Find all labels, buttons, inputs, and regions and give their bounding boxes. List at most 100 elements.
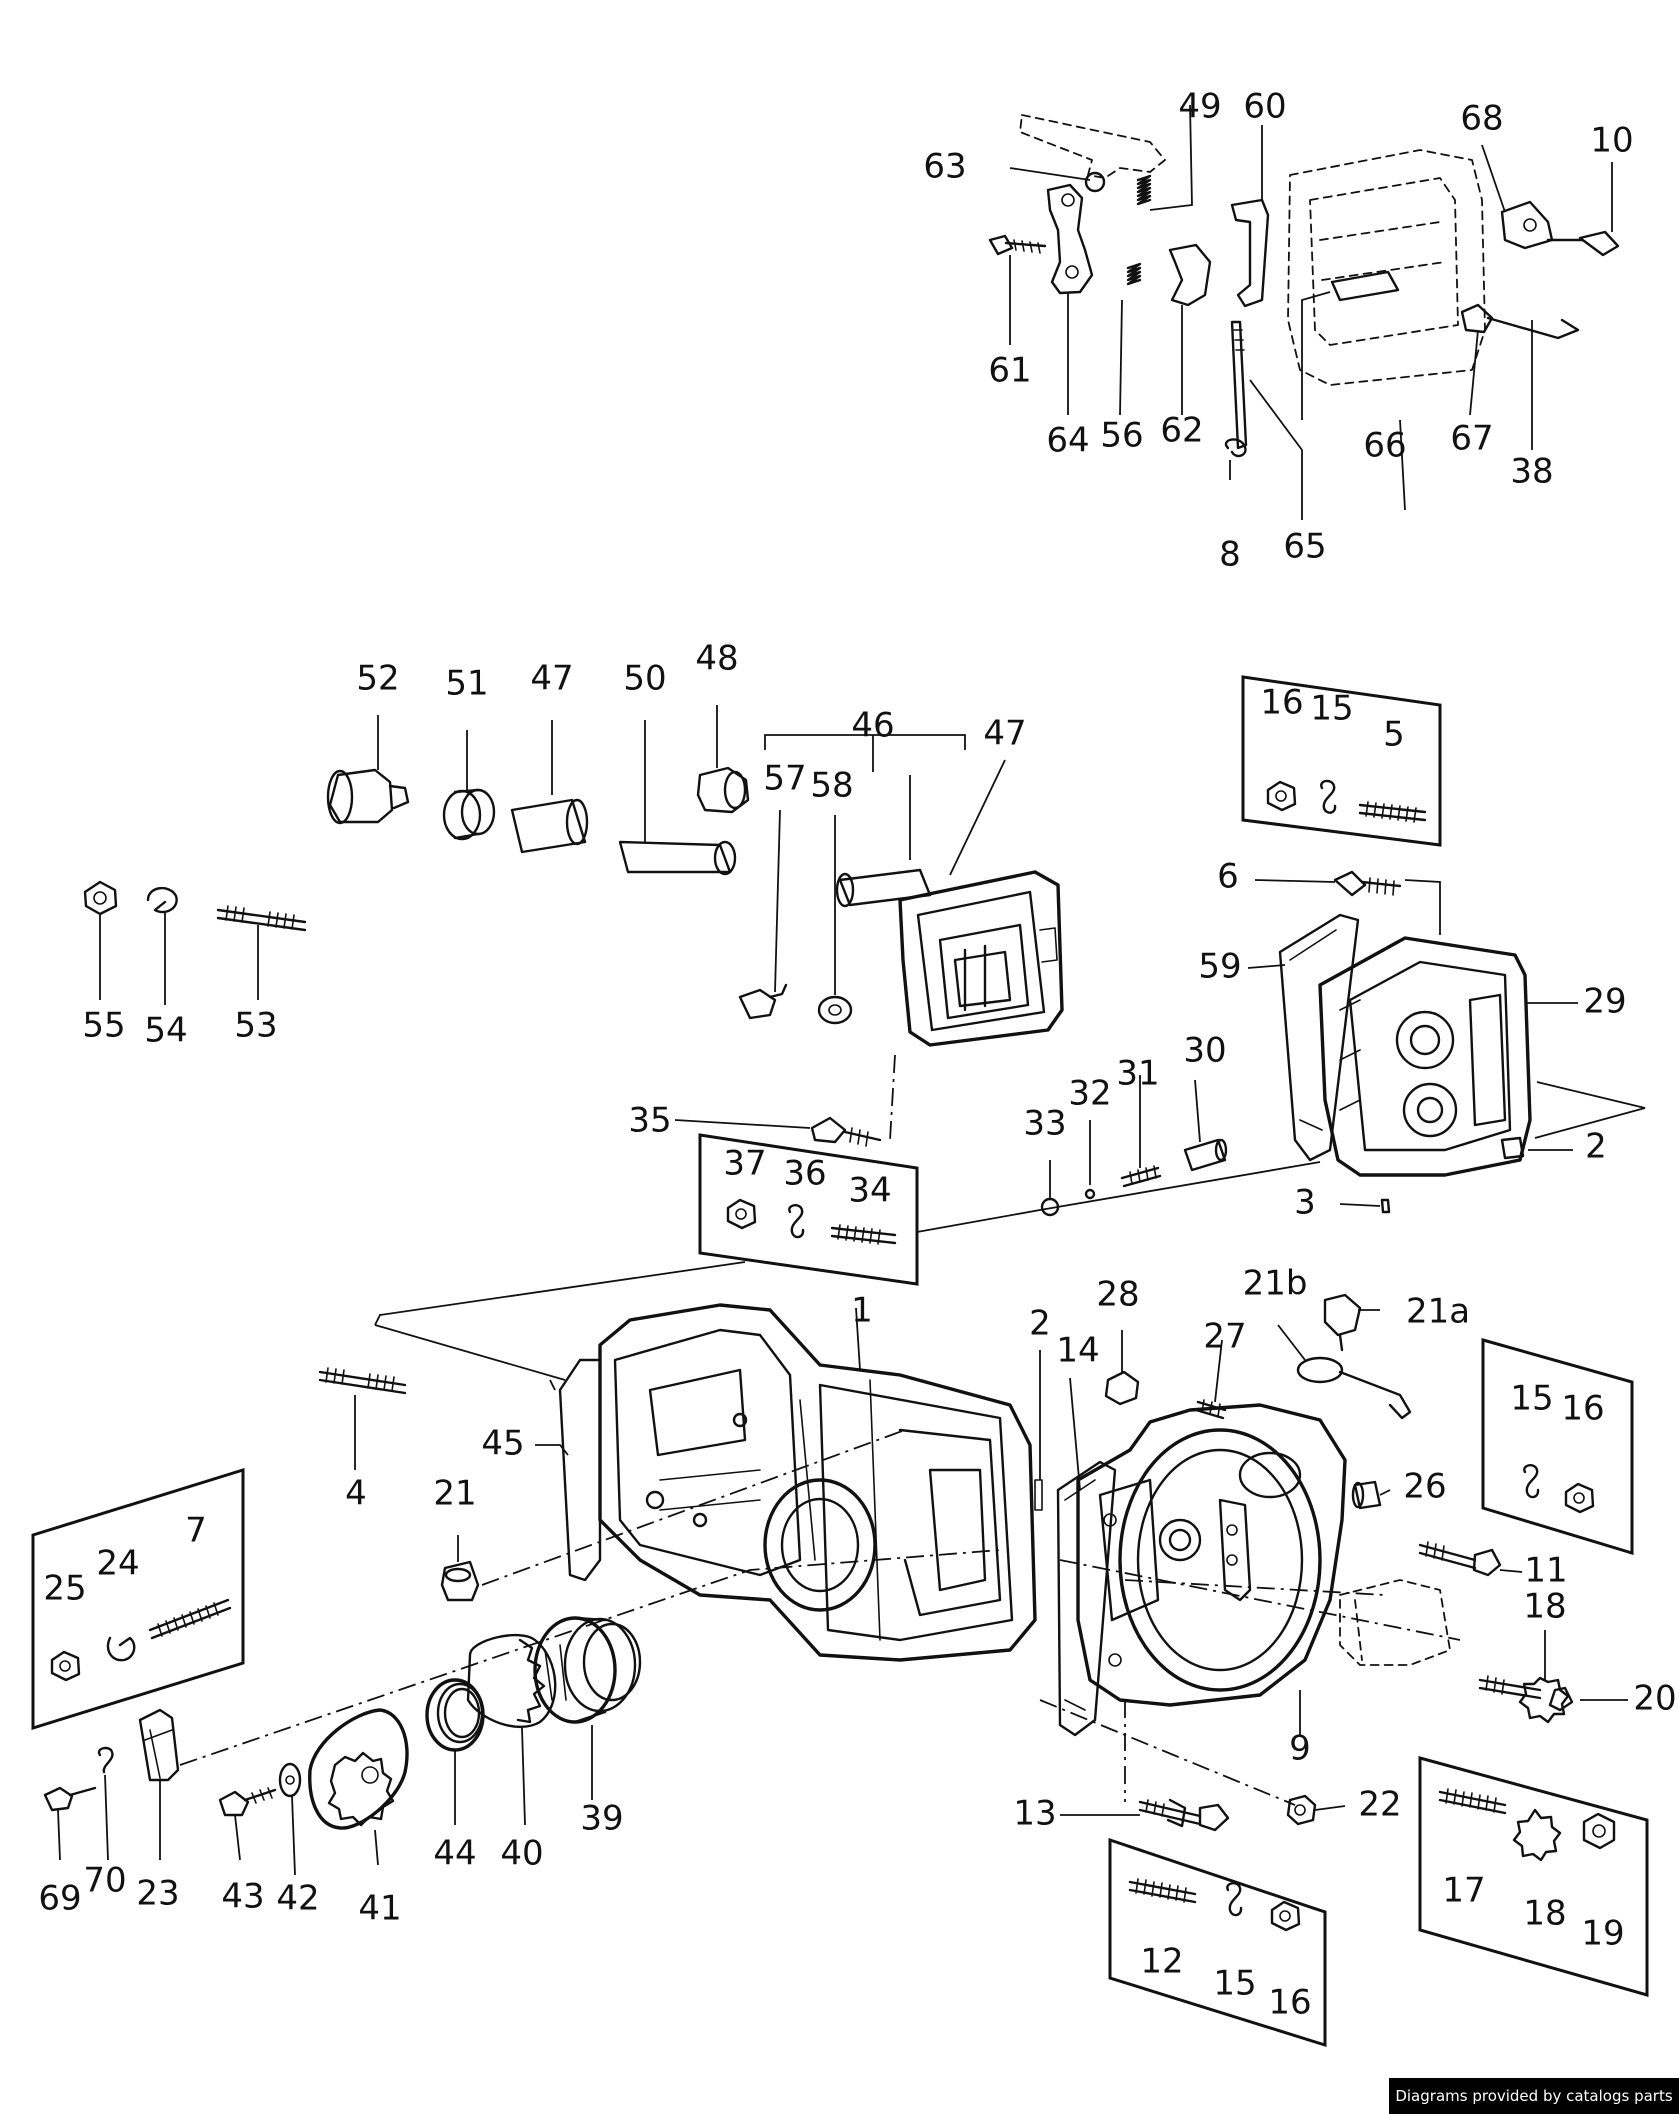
callout-40: 40 xyxy=(500,1834,543,1874)
callout-64: 64 xyxy=(1046,421,1089,461)
callout-27: 27 xyxy=(1203,1317,1246,1357)
callout-28: 28 xyxy=(1096,1275,1139,1315)
part-69-bolt xyxy=(43,1786,97,1812)
cover-46-group xyxy=(738,868,1064,1047)
kit-box-37-36-34 xyxy=(698,1133,919,1286)
kit-box-16-15-5 xyxy=(1241,675,1442,847)
callout-21: 21 xyxy=(433,1474,476,1514)
part-4-stud xyxy=(318,1367,407,1395)
callout-66: 66 xyxy=(1363,426,1406,466)
part-2-dowel-right xyxy=(1500,1136,1525,1160)
part-21-cap-left xyxy=(440,1560,480,1602)
callout-70: 70 xyxy=(83,1861,126,1901)
callout-56: 56 xyxy=(1100,416,1143,456)
callout-32: 32 xyxy=(1068,1074,1111,1114)
bearing-group xyxy=(43,1616,642,1830)
diagram-credit: Diagrams provided by catalogs parts xyxy=(1389,2078,1679,2114)
part-6-bolt xyxy=(1333,870,1402,897)
callout-19: 19 xyxy=(1581,1914,1624,1954)
part-16-nut-bottom xyxy=(1270,1900,1301,1932)
part-15-washer-right xyxy=(1523,1464,1540,1499)
part-14-gasket xyxy=(1056,1460,1117,1737)
callout-58: 58 xyxy=(810,766,853,806)
shift-linkage-group xyxy=(988,114,1620,458)
callout-11: 11 xyxy=(1524,1551,1567,1591)
part-49-spring xyxy=(1136,174,1152,206)
kit-box-12-15-16 xyxy=(1108,1837,1327,2048)
callout-8: 8 xyxy=(1219,535,1241,575)
callout-52: 52 xyxy=(356,659,399,699)
part-1-housing xyxy=(598,1303,1037,1662)
callout-43: 43 xyxy=(221,1877,264,1917)
part-15-washer-bottom xyxy=(1226,1882,1243,1917)
callout-13: 13 xyxy=(1013,1794,1056,1834)
callout-67: 67 xyxy=(1450,419,1493,459)
callout-16: 16 xyxy=(1561,1389,1604,1429)
part-18-20-bolt xyxy=(1478,1675,1574,1724)
callout-48: 48 xyxy=(695,639,738,679)
part-24-washer xyxy=(106,1636,136,1662)
callout-12: 12 xyxy=(1140,1942,1183,1982)
part-70-washer xyxy=(97,1746,114,1774)
callout-41: 41 xyxy=(358,1889,401,1929)
part-16-nut-top xyxy=(1266,780,1297,812)
part-63-nut xyxy=(1084,171,1106,193)
kit-box-17-18-19 xyxy=(1418,1756,1649,1997)
part-61-bolt xyxy=(988,234,1047,256)
part-34-stud xyxy=(830,1224,897,1245)
part-10-bolt xyxy=(1546,230,1620,257)
callout-68: 68 xyxy=(1460,99,1503,139)
bushings-group xyxy=(326,766,750,876)
shift-rod-outline xyxy=(1019,114,1166,179)
part-12-stud xyxy=(1128,1878,1197,1904)
callout-33: 33 xyxy=(1023,1104,1066,1144)
part-59-gasket xyxy=(1278,913,1360,1162)
callout-10: 10 xyxy=(1590,121,1633,161)
part-47-sleeve xyxy=(510,798,589,854)
kit-box-25-24-7 xyxy=(31,1467,245,1731)
callout-9: 9 xyxy=(1289,1729,1311,1769)
part-64-lever xyxy=(1046,183,1094,295)
part-54-washer xyxy=(146,887,178,914)
part-5-stud xyxy=(1358,801,1427,823)
part-67-fitting xyxy=(1460,303,1494,334)
part-60-selector xyxy=(1230,198,1270,308)
callout-50: 50 xyxy=(623,659,666,699)
callout-44: 44 xyxy=(433,1834,476,1874)
callout-2: 2 xyxy=(1585,1127,1607,1167)
callout-65: 65 xyxy=(1283,527,1326,567)
part-52-bushing xyxy=(326,768,410,825)
callout-46: 46 xyxy=(851,706,894,746)
part-23-bracket xyxy=(138,1708,180,1782)
part-45-gasket xyxy=(558,1358,602,1582)
part-55-nut xyxy=(83,880,118,916)
callout-3: 3 xyxy=(1294,1183,1316,1223)
part-48-cap xyxy=(696,766,750,814)
callout-20: 20 xyxy=(1633,1679,1676,1719)
leader-lines xyxy=(57,104,1646,1876)
callout-21b: 21b xyxy=(1243,1264,1308,1304)
small-parts-30-35 xyxy=(810,1116,1228,1217)
callout-14: 14 xyxy=(1056,1331,1099,1371)
callout-25: 25 xyxy=(43,1569,86,1609)
part-17-stud xyxy=(1438,1788,1507,1815)
part-16-nut-right xyxy=(1564,1482,1595,1514)
callout-labels: 1 2 2 3 4 5 6 7 8 9 10 11 12 13 14 15 15… xyxy=(38,87,1676,2023)
part-21a-breather xyxy=(1323,1293,1362,1352)
callout-5: 5 xyxy=(1383,715,1405,755)
part-66-pin xyxy=(1330,270,1400,302)
part-46-cover xyxy=(898,870,1064,1047)
part-50-sleeve xyxy=(618,840,737,876)
callout-38: 38 xyxy=(1510,452,1553,492)
part-22-plug xyxy=(1286,1794,1317,1826)
part-53-stud xyxy=(216,905,307,932)
part-32-ball xyxy=(1084,1188,1096,1200)
bellhousing-9-group xyxy=(1034,1293,1574,1832)
callout-15: 15 xyxy=(1213,1964,1256,2004)
part-30-sleeve xyxy=(1183,1138,1227,1172)
callout-35: 35 xyxy=(628,1101,671,1141)
callout-7: 7 xyxy=(185,1511,207,1551)
part-37-nut xyxy=(726,1198,757,1230)
callout-21a: 21a xyxy=(1406,1292,1470,1332)
callout-42: 42 xyxy=(276,1879,319,1919)
